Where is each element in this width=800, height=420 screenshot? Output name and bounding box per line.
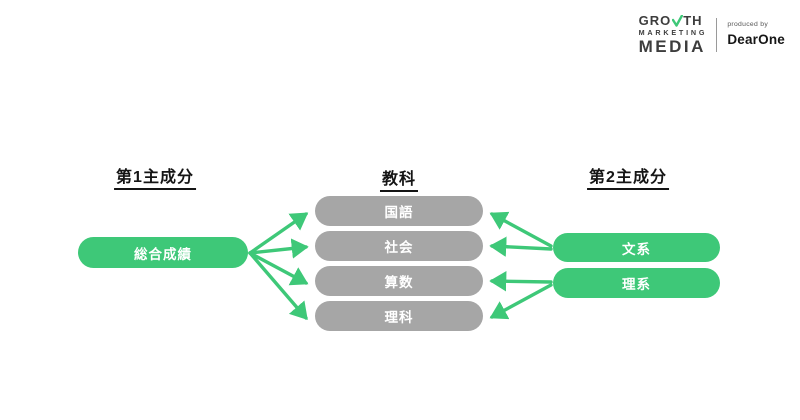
node-subject-rika: 理科: [315, 301, 483, 331]
producer-block: produced by DearOne: [727, 21, 785, 48]
producer-name: DearOne: [727, 32, 785, 48]
node-subject-kokugo: 国語: [315, 196, 483, 226]
logo-divider: [716, 17, 718, 52]
brand-logo: GRO TH MARKETING MEDIA produced by DearO…: [639, 14, 785, 55]
produced-by-label: produced by: [727, 21, 769, 29]
arrow-pc1-rika: [248, 251, 308, 321]
column-header-pc2: 第2主成分: [587, 163, 669, 190]
column-header-pc1: 第1主成分: [114, 163, 196, 190]
brand-line-marketing: MARKETING: [638, 28, 708, 37]
arrow-bunkei-kokugo: [489, 211, 553, 248]
node-pc1-sogoseiseki: 総合成績: [78, 237, 248, 268]
node-pc2-rikei: 理系: [553, 268, 720, 298]
brand-line-growth: GRO TH: [639, 14, 708, 27]
arrow-pc1-kokugo: [248, 212, 309, 255]
brand-line-media: MEDIA: [638, 37, 706, 57]
arrow-rikei-rika: [489, 283, 553, 320]
node-subject-shakai: 社会: [315, 231, 483, 261]
column-header-subjects: 教科: [379, 165, 419, 192]
arrow-rikei-sansu: [489, 271, 553, 292]
arrow-bunkei-shakai: [489, 236, 553, 257]
growth-marketing-media-logo: GRO TH MARKETING MEDIA: [639, 14, 708, 55]
arrow-pc1-shakai: [248, 238, 309, 259]
brand-growth-post: TH: [683, 13, 703, 28]
node-pc2-bunkei: 文系: [553, 233, 720, 262]
node-subject-sansu: 算数: [315, 266, 483, 296]
arrow-pc1-sansu: [248, 251, 309, 286]
brand-growth-pre: GRO: [638, 13, 672, 28]
growth-check-icon: [672, 15, 684, 27]
